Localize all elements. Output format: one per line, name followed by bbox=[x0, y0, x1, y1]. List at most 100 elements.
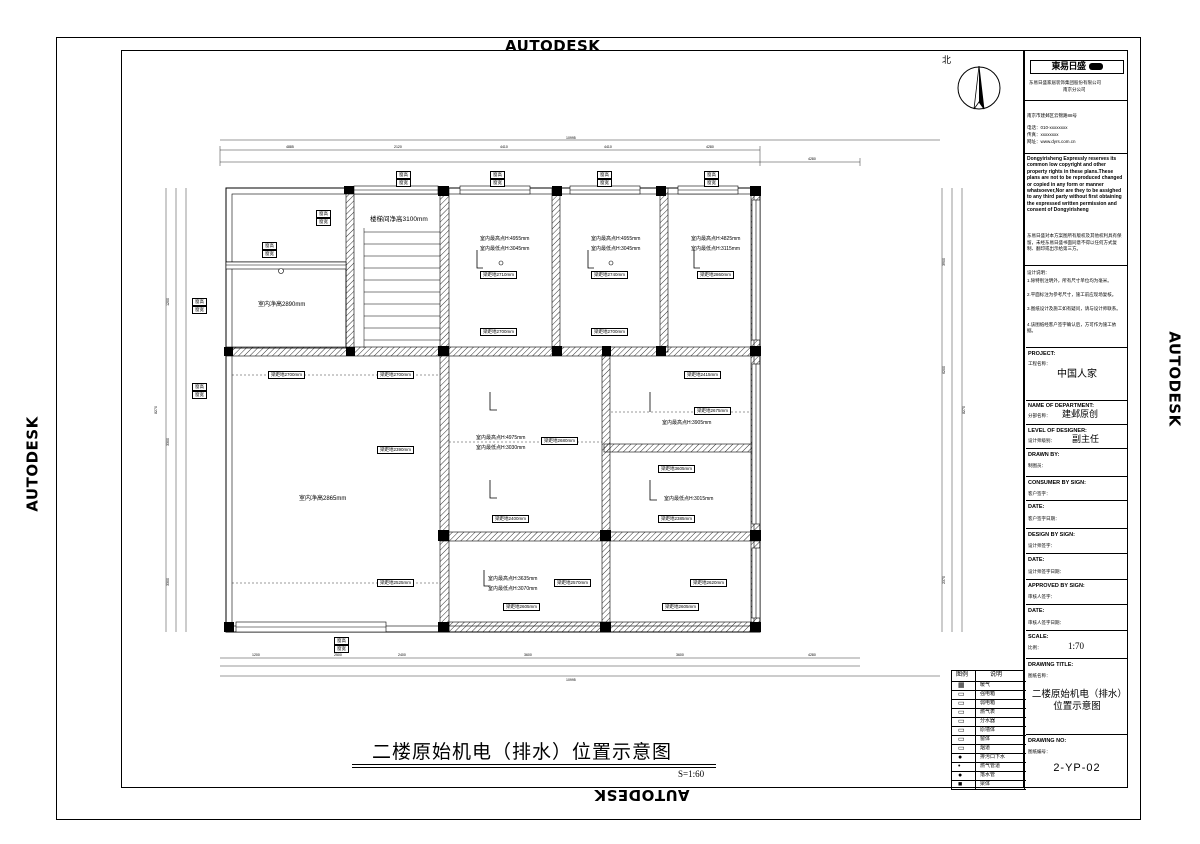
legend-item-label: 暖气 bbox=[980, 682, 991, 688]
legend-symbol-icon: ▭ bbox=[958, 736, 965, 743]
legend-item-label: 燃气管道 bbox=[980, 763, 1001, 769]
wall-v1 bbox=[439, 187, 450, 633]
legend-item: ▭弱电箱 bbox=[952, 699, 1026, 709]
beam-tag: 梁距地2700mm bbox=[480, 328, 518, 336]
window-tag: 窗宽 bbox=[192, 306, 207, 314]
legend-col-divider bbox=[975, 670, 976, 790]
legend-item: •燃气管道 bbox=[952, 762, 1026, 772]
tb-consumer-sign: CONSUMER BY SIGN: 客户签字： bbox=[1026, 477, 1128, 501]
copyright-cn: 东易日盛对本方案图所有版权及其他权利具有保留，未经东易日盛书面同意不得以任何方式… bbox=[1027, 233, 1122, 251]
legend-item-label: 排污口下水 bbox=[980, 754, 1006, 760]
dim-lines-bottom bbox=[220, 657, 940, 677]
ceiling-high-3: 室内最高点H:4825mm bbox=[691, 236, 741, 242]
ceiling-single-1: 室内最高点H:3905mm bbox=[662, 420, 712, 426]
company-phone: 电话：010-xxxxxxxx bbox=[1027, 125, 1068, 130]
design-note-1: 1.除特别注明外，所有尺寸单位均为毫米。 bbox=[1027, 278, 1112, 283]
drawing-scale-label: S=1:60 bbox=[678, 769, 705, 779]
tb-project: PROJECT: 工程名称： 中国人家 bbox=[1026, 347, 1128, 401]
beam-tag: 梁距地2415mm bbox=[684, 371, 722, 379]
dim-left-2: 3300 bbox=[165, 438, 170, 446]
design-note-2: 2.平面标注为参考尺寸，施工前应现场复核。 bbox=[1027, 292, 1117, 297]
drawing-title-value: 二楼原始机电（排水）位置示意图 bbox=[1031, 690, 1123, 712]
legend-item-label: 落水管 bbox=[980, 772, 996, 778]
tb-divider bbox=[1024, 265, 1128, 266]
tb-designer-level: LEVEL OF DESIGNER: 设计师级别：副主任 bbox=[1026, 425, 1128, 449]
tb-drawing-title: DRAWING TITLE: 图纸名称： 二楼原始机电（排水）位置示意图 bbox=[1026, 659, 1128, 735]
legend-symbol-icon: ▭ bbox=[958, 700, 965, 707]
tb-approved-date: DATE: 审核人签字日期： bbox=[1026, 605, 1128, 631]
legend-symbol-icon: ■ bbox=[958, 781, 963, 788]
room-label-stair: 楼梯间净高3100mm bbox=[370, 216, 428, 223]
tb-divider bbox=[1024, 153, 1128, 154]
ceiling-high-4: 室内最高点H:4975mm bbox=[476, 435, 526, 441]
legend-item-label: 燃气表 bbox=[980, 709, 996, 715]
title-underline bbox=[352, 764, 716, 765]
legend-symbol-icon: ▭ bbox=[958, 709, 965, 716]
legend-symbol-icon: ● bbox=[958, 772, 963, 779]
legend-item: ▭分水器 bbox=[952, 717, 1026, 727]
dim-lines-top bbox=[219, 139, 940, 166]
ceiling-low-2: 室内最低点H:3045mm bbox=[591, 246, 641, 252]
beam-tag: 梁距地2400mm bbox=[492, 515, 530, 523]
legend-item: ▭ 燃气表 bbox=[952, 708, 1026, 718]
window-tag: 窗宽 bbox=[490, 179, 505, 187]
title-underline-2 bbox=[352, 767, 716, 768]
dim-bottom-1: 1200 bbox=[252, 653, 260, 657]
dim-right-1: 3900 bbox=[941, 258, 946, 266]
dim-right-total: 8270 bbox=[961, 406, 966, 414]
wall-h3 bbox=[603, 443, 755, 453]
legend-item: ▦ 暖气 bbox=[952, 681, 1026, 691]
dim-lines-left bbox=[165, 188, 187, 632]
legend-item: ▭烟道 bbox=[952, 744, 1026, 754]
design-notes-title: 设计说明： bbox=[1027, 270, 1050, 275]
scale-value: 1:70 bbox=[1068, 641, 1085, 651]
legend-item-label: 梁体 bbox=[980, 781, 991, 787]
legend-symbol-icon: ▭ bbox=[958, 727, 965, 734]
legend-item-label: 原墙体 bbox=[980, 727, 996, 733]
dim-top-7: 4280 bbox=[706, 145, 714, 149]
dim-total-width-bottom: 10995 bbox=[566, 678, 576, 682]
wall-v5 bbox=[601, 355, 611, 633]
columns bbox=[224, 186, 761, 632]
legend-symbol-icon: ▭ bbox=[958, 745, 965, 752]
beam-tag: 梁距地2570mm bbox=[554, 579, 592, 587]
copyright-en: Dongyirisheng Expressly reserves its com… bbox=[1027, 156, 1123, 214]
beam-tag: 梁距地2675mm bbox=[694, 407, 732, 415]
legend-header: 图例 说明 bbox=[952, 670, 1026, 682]
dim-top-1: 4885 bbox=[286, 145, 294, 149]
legend-symbol-icon: ▦ bbox=[958, 682, 965, 689]
outer-frame bbox=[56, 37, 1141, 820]
beam-tag: 梁距地2700mm bbox=[591, 328, 629, 336]
windows bbox=[235, 185, 761, 633]
beam-tag: 梁距地2620mm bbox=[690, 579, 728, 587]
legend-item: ▭强电箱 bbox=[952, 690, 1026, 700]
legend-item: ● 落水管 bbox=[952, 771, 1026, 781]
room-label-balcony: 室内净高2890mm bbox=[258, 302, 306, 308]
floor-plan bbox=[165, 139, 963, 677]
drawing-main-title: 二楼原始机电（排水）位置示意图 bbox=[372, 741, 673, 763]
company-web: 网址：www.dyrs.com.cn bbox=[1027, 139, 1076, 144]
ceiling-single-2: 室内最低点H:3015mm bbox=[664, 496, 714, 502]
dim-bottom-3: 2400 bbox=[398, 653, 406, 657]
watermark-right: AUTODESK bbox=[1165, 331, 1184, 427]
tb-scale: SCALE: 比例：1:70 bbox=[1026, 631, 1128, 659]
legend-item: ■ 梁体 bbox=[952, 780, 1026, 790]
company-line-2: 南京分公司 bbox=[1063, 87, 1086, 92]
window-tag: 窗高 bbox=[192, 298, 207, 306]
dim-top-3: 2120 bbox=[394, 145, 402, 149]
dim-right-3: 2370 bbox=[941, 576, 946, 584]
window-tag: 窗高 bbox=[192, 383, 207, 391]
ceiling-high-2: 室内最高点H:4955mm bbox=[591, 236, 641, 242]
beam-tag: 梁距地2700mm bbox=[268, 371, 306, 379]
company-address: 南京市建邺区云锦路88号 bbox=[1027, 113, 1078, 118]
ceiling-low-4: 室内最低点H:3030mm bbox=[476, 445, 526, 451]
legend-symbol-icon: ▭ bbox=[958, 691, 965, 698]
company-fax: 传真：xxxxxxxx bbox=[1027, 132, 1059, 137]
beam-tag: 梁距地2860mm bbox=[697, 271, 735, 279]
window-tag: 窗高 bbox=[334, 637, 349, 645]
drain-icons bbox=[278, 260, 614, 274]
ceiling-low-1: 室内最低点H:3045mm bbox=[480, 246, 530, 252]
window-tag: 窗宽 bbox=[704, 179, 719, 187]
inner-frame bbox=[121, 50, 1024, 788]
legend-item: ▭ 原墙体 bbox=[952, 726, 1026, 736]
